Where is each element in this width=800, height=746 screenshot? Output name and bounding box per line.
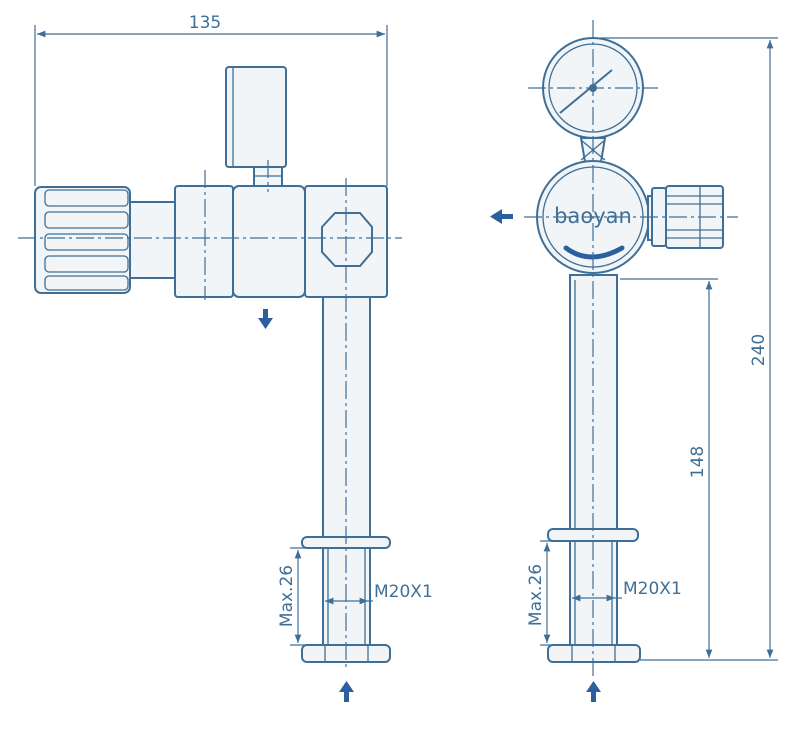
stem-length-dimension: 148: [688, 446, 708, 478]
front-view: baoyan 240 148: [490, 20, 778, 702]
side-view: 135 Max.26 M20X1: [18, 13, 433, 702]
knurled-knob: [34, 186, 131, 294]
overall-width-dimension: 135: [189, 13, 221, 33]
brand-swoosh: [563, 245, 625, 260]
gauge-side: [225, 66, 287, 168]
regulator-body: [174, 185, 234, 298]
outlet-down-arrow-icon: [258, 309, 273, 329]
right-thread-depth-dimension: Max.26: [526, 564, 546, 626]
front-nut: [547, 644, 641, 663]
adjust-shaft: [129, 201, 176, 279]
inlet-up-arrow-icon: [339, 681, 354, 702]
left-thread-depth-dimension: Max.26: [277, 565, 297, 627]
inlet-up-arrow-icon: [586, 681, 601, 702]
outlet-left-arrow-icon: [490, 209, 513, 224]
valve-body: [232, 185, 306, 298]
side-fitting: [321, 212, 373, 267]
overall-height-dimension: 240: [749, 334, 769, 366]
right-thread-spec: M20X1: [623, 579, 682, 599]
left-thread-spec: M20X1: [374, 582, 433, 602]
